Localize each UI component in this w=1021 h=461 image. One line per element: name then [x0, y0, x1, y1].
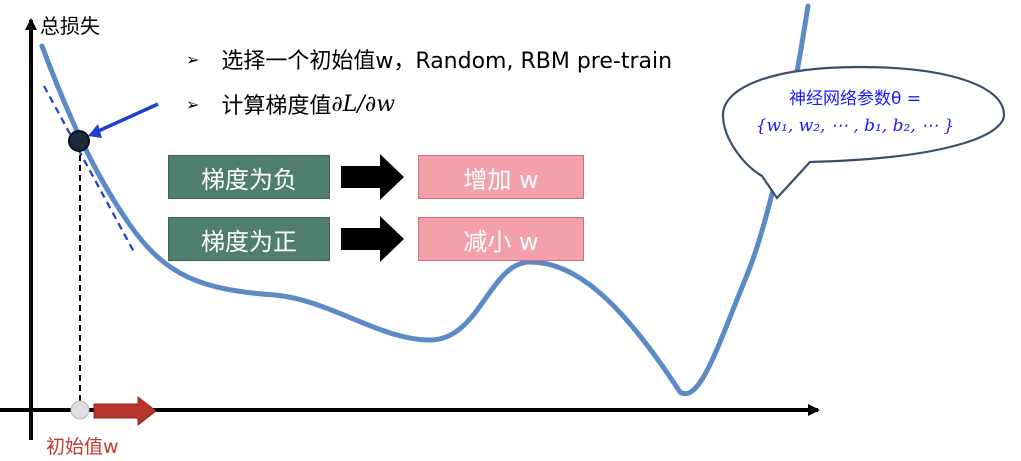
initial-value-dot [70, 400, 90, 420]
tangent-line [43, 85, 135, 253]
bubble-line-2: {w₁, w₂, ⋯ , b₁, b₂, ⋯ } [755, 116, 955, 136]
bullet-text: 计算梯度值 [221, 94, 332, 119]
loss-curve [39, 3, 811, 397]
pointer-arrow-head [88, 124, 102, 138]
speech-bubble [721, 65, 1006, 200]
rule-action-box: 减小 w [418, 217, 584, 261]
gradient-formula: ∂L/∂w [331, 91, 396, 117]
bullet-item: ➢ 计算梯度值 ∂L/∂w [186, 88, 395, 120]
arrowhead-bullet-icon: ➢ [186, 94, 200, 114]
rule-condition-box: 梯度为负 [168, 155, 330, 199]
bubble-line-1: 神经网络参数θ = [788, 89, 922, 109]
y-axis-label: 总损失 [40, 14, 100, 38]
x-direction-arrow [93, 395, 157, 427]
bullet-item: ➢ 选择一个初始值w，Random, RBM pre-train [186, 43, 672, 75]
rule-condition-box: 梯度为正 [168, 217, 330, 261]
bullet-text: 选择一个初始值w，Random, RBM pre-train [221, 49, 673, 74]
rule-action-box: 增加 w [418, 155, 584, 199]
x-axis-label: 初始值w [46, 436, 119, 458]
rule-arrow-1 [341, 154, 404, 200]
current-point [68, 130, 90, 152]
rule-arrow-2 [341, 216, 404, 262]
pointer-arrow [93, 102, 159, 135]
arrowhead-bullet-icon: ➢ [186, 49, 200, 69]
bubble-text: 神经网络参数θ = {w₁, w₂, ⋯ , b₁, b₂, ⋯ } [740, 86, 970, 140]
